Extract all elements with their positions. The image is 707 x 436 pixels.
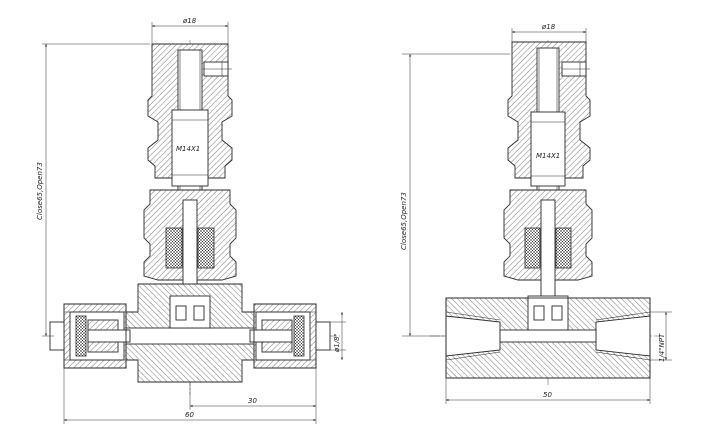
- right-height-label: Close65,Open73: [400, 192, 408, 250]
- left-port-label: ø1/8": [333, 333, 341, 353]
- left-top-diameter-label: ø18: [182, 17, 197, 25]
- left-thread-label: M14X1: [176, 145, 200, 153]
- right-port-label: 1/4"NPT: [658, 333, 666, 362]
- left-valve-view: ø18 M14X1 Close65,Open73 ø1/8" 30 60: [36, 17, 346, 424]
- left-half-length-label: 30: [248, 397, 257, 405]
- left-total-length-label: 60: [185, 411, 194, 419]
- left-height-label: Close65,Open73: [36, 162, 44, 220]
- right-top-diameter-label: ø18: [541, 23, 556, 31]
- right-valve-view: ø18 M14X1 Close65,Open73 1/4"NPT 50: [400, 23, 672, 404]
- right-thread-label: M14X1: [536, 152, 560, 160]
- right-total-length-label: 50: [543, 391, 552, 399]
